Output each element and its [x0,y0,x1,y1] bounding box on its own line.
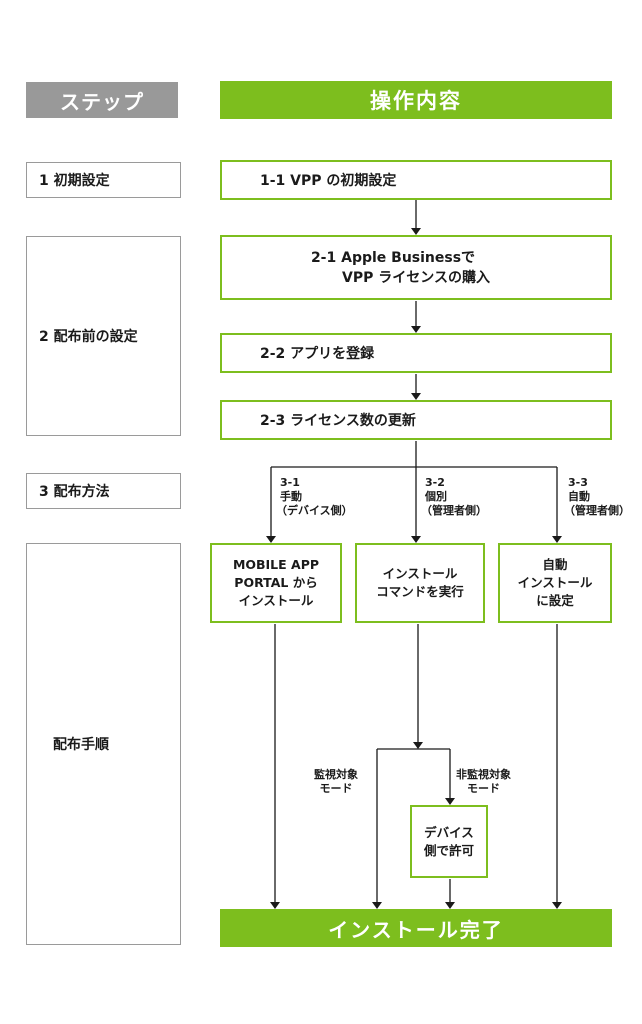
method-kind: 自動 [568,490,590,503]
steps-header: ステップ [26,82,178,118]
method-label-manual: 3-1 手動 （デバイス側） [276,476,353,518]
arrowhead [445,902,455,909]
arrowhead [413,742,423,749]
arrowhead [411,393,421,400]
arrowhead [445,798,455,805]
method-box-line: インストール [382,566,458,581]
op-label: 2-3 ライセンス数の更新 [260,413,416,429]
method-label-individual: 3-2 個別 （管理者側） [421,476,487,518]
op-label: 1-1 VPP の初期設定 [260,173,397,189]
branch-label-supervised: 監視対象 モード [314,768,358,796]
method-box-line: PORTAL から [234,575,318,590]
branch-label-unsupervised: 非監視対象 モード [456,768,511,796]
op-label-line2: VPP ライセンスの購入 [342,269,490,286]
method-number: 3-1 [280,476,300,489]
method-box-self-service-portal: MOBILE APP PORTAL から インストール [210,543,342,623]
method-side: （管理者側） [421,504,487,517]
operations-header: 操作内容 [220,81,612,119]
branch-line: 監視対象 [314,768,358,781]
method-label-automatic: 3-3 自動 （管理者側） [564,476,630,518]
method-box-line: 自動 [542,557,568,572]
method-box-line: インストール [517,575,593,590]
op-purchase-vpp-license: 2-1 Apple Businessで VPP ライセンスの購入 [220,235,612,300]
branch-line: 非監視対象 [456,768,511,781]
arrowhead [266,536,276,543]
method-kind: 個別 [425,490,447,503]
method-box-auto-install: 自動 インストール に設定 [498,543,612,623]
arrowhead [411,536,421,543]
step-label: 1 初期設定 [39,173,110,189]
method-box-line: MOBILE APP [232,557,320,572]
branch-line: モード [467,782,500,795]
arrowhead [552,902,562,909]
step-initial-setup: 1 初期設定 [26,162,181,198]
step-label: 2 配布前の設定 [39,329,138,345]
arrowhead [270,902,280,909]
op-vpp-initial-setup: 1-1 VPP の初期設定 [220,160,612,200]
allow-on-device-box: デバイス 側で許可 [410,805,488,878]
method-kind: 手動 [280,490,302,503]
op-label: 2-2 アプリを登録 [260,346,375,362]
step-distribution-procedure: 配布手順 [26,543,181,945]
branch-line: モード [319,782,353,795]
step-pre-distribution: 2 配布前の設定 [26,236,181,436]
arrowhead [552,536,562,543]
op-register-app: 2-2 アプリを登録 [220,333,612,373]
op-label-line1: 2-1 Apple Businessで [310,249,476,266]
method-box-line: に設定 [536,593,574,608]
method-side: （管理者側） [564,504,630,517]
allow-line: 側で許可 [423,842,474,858]
step-label: 3 配布方法 [39,484,110,500]
arrowhead [372,902,382,909]
method-box-install-command: インストール コマンドを実行 [355,543,485,623]
step-distribution-method: 3 配布方法 [26,473,181,509]
method-side: （デバイス側） [276,504,353,517]
method-number: 3-2 [425,476,445,489]
arrowhead [411,228,421,235]
install-complete-bar: インストール完了 [220,909,612,947]
arrowhead [411,326,421,333]
op-update-license-count: 2-3 ライセンス数の更新 [220,400,612,440]
allow-line: デバイス [424,824,474,840]
method-box-line: インストール [238,593,314,608]
method-number: 3-3 [568,476,588,489]
step-label: 配布手順 [53,737,109,753]
method-box-line: コマンドを実行 [376,584,464,599]
